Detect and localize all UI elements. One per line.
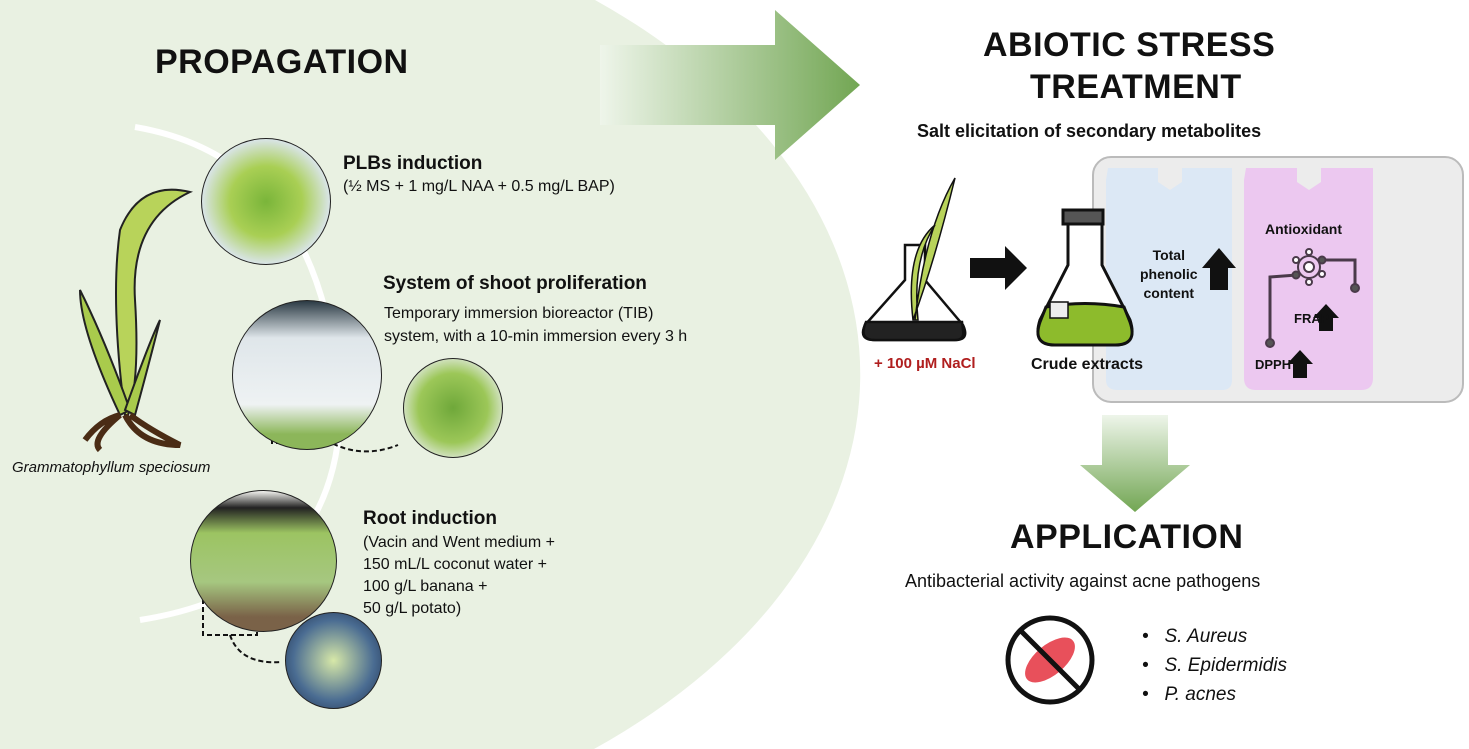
step-detail: system, with a 10-min immersion every 3 …	[384, 328, 688, 345]
pathogen-name: P. acnes	[1164, 684, 1236, 705]
step-detail: Temporary immersion bioreactor (TIB)	[384, 305, 654, 322]
pathogen-name: S. Epidermidis	[1164, 655, 1288, 676]
down-arrow	[1080, 415, 1190, 512]
pathogen-item: • P. acnes	[1142, 684, 1236, 705]
phenolic-line: phenolic	[1140, 266, 1198, 282]
plb-photo	[201, 138, 331, 265]
antioxidant-molecule	[1265, 248, 1360, 348]
step-title: PLBs induction	[343, 153, 483, 174]
right-arrow-icon	[970, 246, 1027, 290]
increase-arrow-icons	[1202, 248, 1339, 378]
phenolic-label: Total phenolic content	[1140, 246, 1198, 303]
phenolic-box	[1106, 168, 1232, 390]
big-right-arrow	[600, 10, 860, 160]
orchid-plant-illustration	[79, 188, 194, 453]
species-name: Grammatophyllum speciosum	[12, 459, 211, 476]
dpph-label: DPPH	[1255, 357, 1292, 372]
step-title: Root induction	[363, 508, 498, 529]
pathogen-list: • S. Aureus • S. Epidermidis • P. acnes	[1142, 622, 1287, 709]
root-induction-photo	[190, 490, 337, 632]
stress-subtitle: Salt elicitation of secondary metabolite…	[917, 121, 1262, 141]
root-closeup-photo	[285, 612, 382, 709]
stress-title-1: ABIOTIC STRESS	[983, 26, 1276, 64]
tib-bioreactor-photo	[232, 300, 382, 450]
no-bacteria-icon	[1005, 615, 1095, 705]
step-detail: (½ MS + 1 mg/L NAA + 0.5 mg/L BAP)	[343, 178, 615, 195]
step-detail: 150 mL/L coconut water +	[363, 556, 547, 573]
propagation-title: PROPAGATION	[155, 43, 409, 81]
shoot-closeup-photo	[403, 358, 503, 458]
step-detail: 100 g/L banana +	[363, 578, 488, 595]
step-detail: 50 g/L potato)	[363, 600, 462, 617]
step-title: System of shoot proliferation	[383, 273, 647, 294]
crude-extract-label: Crude extracts	[1031, 356, 1144, 373]
crude-extract-flask	[1036, 208, 1134, 347]
pathogen-item: • S. Epidermidis	[1142, 655, 1288, 676]
step-detail: (Vacin and Went medium +	[363, 534, 555, 551]
frap-label: FRAP	[1294, 311, 1330, 326]
phenolic-line: content	[1143, 285, 1195, 301]
pathogen-item: • S. Aureus	[1142, 626, 1248, 647]
plant-flask-illustration	[861, 177, 967, 342]
pathogen-name: S. Aureus	[1164, 626, 1248, 647]
application-title: APPLICATION	[1010, 518, 1244, 556]
antioxidant-label: Antioxidant	[1265, 221, 1342, 237]
application-subtitle: Antibacterial activity against acne path…	[905, 571, 1261, 591]
stress-title-2: TREATMENT	[1030, 68, 1242, 106]
nacl-label: + 100 µM NaCl	[874, 355, 976, 372]
phenolic-line: Total	[1152, 247, 1185, 263]
